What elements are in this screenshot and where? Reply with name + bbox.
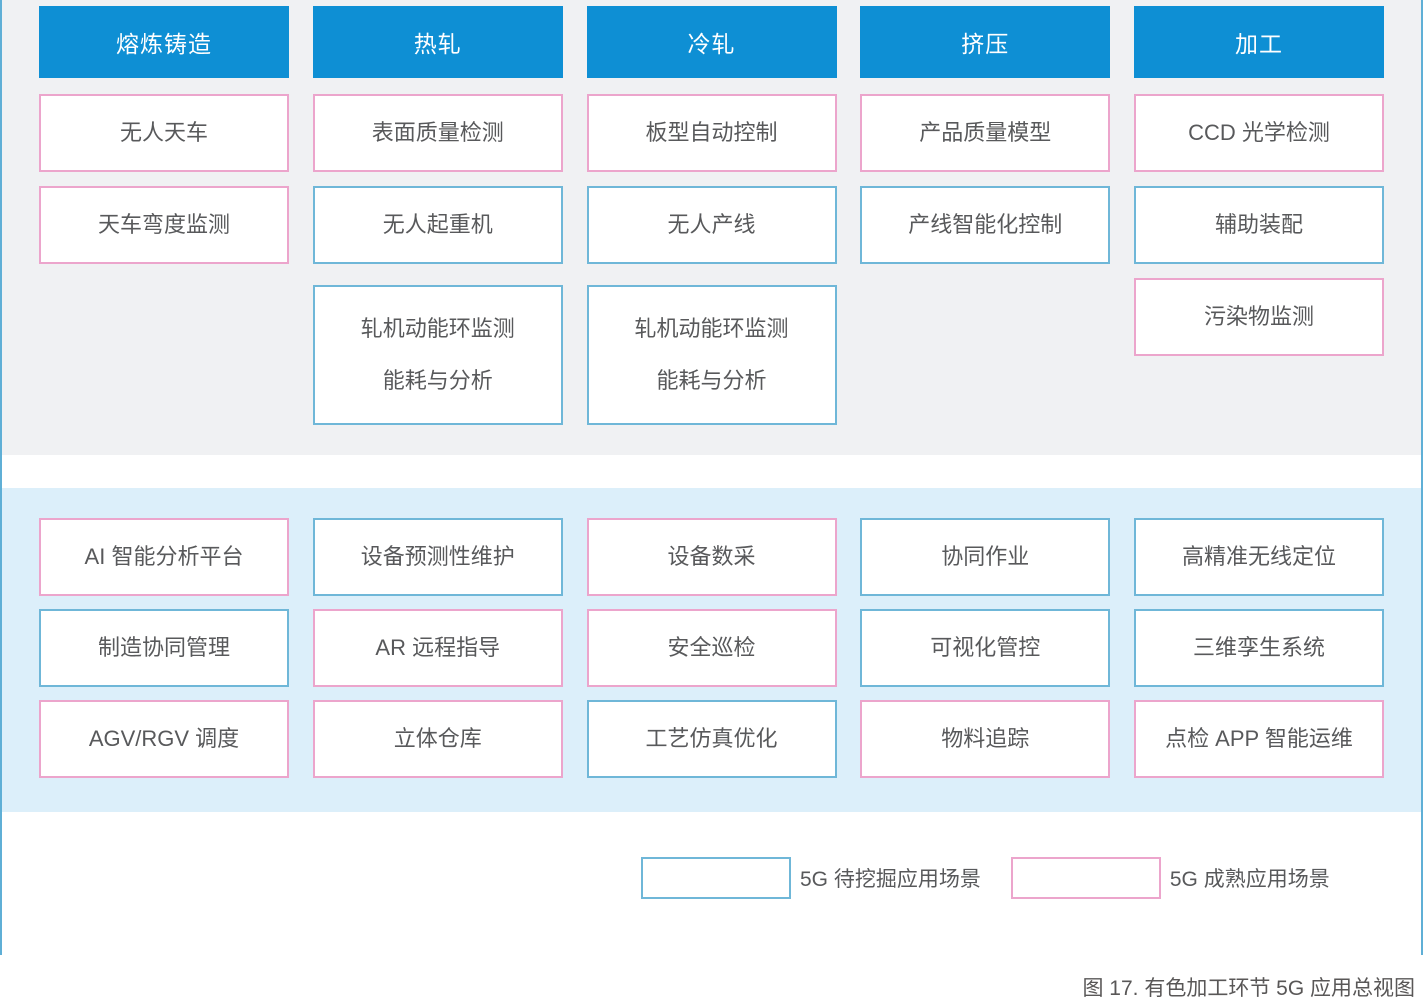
app-box: 三维孪生系统: [1134, 609, 1384, 687]
common-column: 协同作业可视化管控物料追踪: [860, 518, 1111, 778]
legend-item-mature: 5G 成熟应用场景: [1010, 857, 1330, 899]
app-box: 无人起重机: [312, 186, 563, 264]
app-box-label: 能耗与分析: [382, 368, 493, 393]
figure-caption: 图 17. 有色加工环节 5G 应用总视图: [1082, 977, 1415, 1000]
common-column: 高精准无线定位三维孪生系统点检 APP 智能运维: [1134, 518, 1384, 778]
app-box: 制造协同管理: [39, 609, 289, 687]
app-box: AI 智能分析平台: [39, 518, 289, 596]
app-box: 可视化管控: [860, 609, 1111, 687]
app-box: 轧机动能环监测能耗与分析: [312, 285, 563, 425]
app-box-label: 能耗与分析: [656, 368, 767, 393]
legend-label-explore: 5G 待挖掘应用场景: [800, 868, 981, 891]
app-box: AR 远程指导: [312, 609, 563, 687]
app-box: 设备预测性维护: [312, 518, 563, 596]
stage-column: 冷轧板型自动控制无人产线轧机动能环监测能耗与分析: [586, 6, 837, 425]
app-box: AGV/RGV 调度: [39, 700, 289, 778]
app-box: 辅助装配: [1134, 186, 1384, 264]
app-box: 设备数采: [586, 518, 837, 596]
app-box: 板型自动控制: [586, 94, 837, 172]
app-box: CCD 光学检测: [1134, 94, 1384, 172]
section-divider: [2, 455, 1421, 488]
app-box: 无人产线: [586, 186, 837, 264]
legend-swatch-explore: [641, 857, 791, 899]
stage-column: 热轧表面质量检测无人起重机轧机动能环监测能耗与分析: [312, 6, 563, 425]
app-box: 无人天车: [39, 94, 289, 172]
figure-container: 熔炼铸造无人天车天车弯度监测热轧表面质量检测无人起重机轧机动能环监测能耗与分析冷…: [0, 0, 1423, 955]
stage-header: 加工: [1134, 6, 1384, 78]
app-box: 天车弯度监测: [39, 186, 289, 264]
app-box: 产线智能化控制: [860, 186, 1111, 264]
stage-column: 挤压产品质量模型产线智能化控制: [860, 6, 1111, 425]
legend-item-explore: 5G 待挖掘应用场景: [641, 857, 981, 899]
app-box: 工艺仿真优化: [586, 700, 837, 778]
stage-header: 熔炼铸造: [39, 6, 289, 78]
app-box: 轧机动能环监测能耗与分析: [586, 285, 837, 425]
app-box: 物料追踪: [860, 700, 1111, 778]
stage-column: 熔炼铸造无人天车天车弯度监测: [39, 6, 289, 425]
app-box: 立体仓库: [312, 700, 563, 778]
common-column: 设备预测性维护 AR 远程指导立体仓库: [312, 518, 563, 778]
app-box: 产品质量模型: [860, 94, 1111, 172]
legend-label-mature: 5G 成熟应用场景: [1169, 868, 1330, 891]
stage-header: 热轧: [312, 6, 563, 78]
common-column: 设备数采安全巡检工艺仿真优化: [586, 518, 837, 778]
app-box: 协同作业: [860, 518, 1111, 596]
app-box: 安全巡检: [586, 609, 837, 687]
common-apps-section: AI 智能分析平台制造协同管理 AGV/RGV 调度 设备预测性维护 AR 远程指导立…: [2, 488, 1421, 812]
legend: 5G 待挖掘应用场景 5G 成熟应用场景: [2, 812, 1421, 955]
process-grid: 熔炼铸造无人天车天车弯度监测热轧表面质量检测无人起重机轧机动能环监测能耗与分析冷…: [39, 6, 1384, 425]
common-apps-grid: AI 智能分析平台制造协同管理 AGV/RGV 调度 设备预测性维护 AR 远程指导立…: [39, 518, 1384, 778]
legend-swatch-mature: [1010, 857, 1161, 899]
stage-header: 冷轧: [586, 6, 837, 78]
app-box: 点检 APP 智能运维: [1134, 700, 1384, 778]
app-box: 高精准无线定位: [1134, 518, 1384, 596]
app-box: 污染物监测: [1134, 278, 1384, 356]
common-column: AI 智能分析平台制造协同管理 AGV/RGV 调度: [39, 518, 289, 778]
stage-column: 加工 CCD 光学检测辅助装配污染物监测: [1134, 6, 1384, 425]
app-box-label: 轧机动能环监测: [360, 316, 515, 341]
app-box-label: 轧机动能环监测: [634, 316, 789, 341]
process-section: 熔炼铸造无人天车天车弯度监测热轧表面质量检测无人起重机轧机动能环监测能耗与分析冷…: [2, 0, 1421, 455]
app-box: 表面质量检测: [312, 94, 563, 172]
stage-header: 挤压: [860, 6, 1111, 78]
